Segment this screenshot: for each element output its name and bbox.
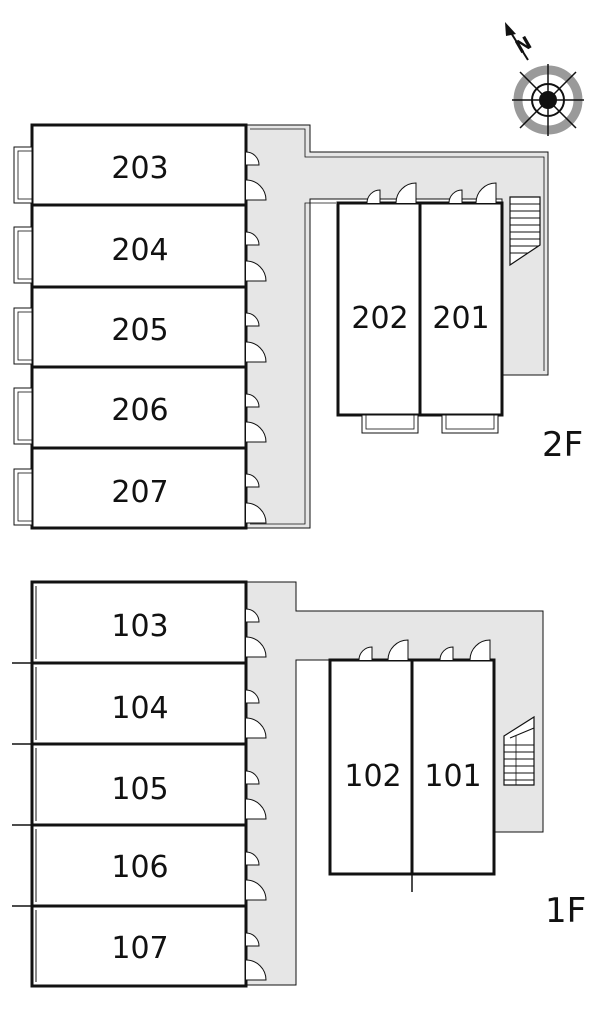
unit-label: 105	[111, 772, 168, 807]
compass-north-icon: N	[505, 22, 584, 136]
unit-205: 205	[13, 285, 267, 369]
unit-104: 104	[12, 661, 267, 746]
unit-202: 202	[336, 182, 422, 434]
unit-label: 207	[111, 475, 168, 510]
unit-label: 206	[111, 393, 168, 428]
unit-207: 207	[13, 446, 267, 530]
unit-103: 103	[30, 580, 267, 665]
unit-204: 204	[13, 203, 267, 289]
unit-203: 203	[13, 123, 267, 207]
unit-label: 103	[111, 609, 168, 644]
floor-label-2f: 2F	[542, 425, 583, 465]
unit-label: 201	[432, 301, 489, 336]
unit-102: 102	[328, 639, 414, 876]
unit-label: 101	[424, 759, 481, 794]
unit-106: 106	[12, 823, 267, 908]
staircase-2f	[509, 196, 541, 267]
unit-label: 203	[111, 151, 168, 186]
unit-label: 104	[111, 691, 168, 726]
unit-105: 105	[12, 742, 267, 827]
second-floor: 203 204 205 206	[13, 123, 583, 530]
first-floor: 103 104 105 106	[12, 580, 586, 988]
unit-label: 102	[344, 759, 401, 794]
unit-label: 202	[351, 301, 408, 336]
unit-101: 101	[410, 639, 496, 892]
unit-206: 206	[13, 365, 267, 450]
unit-label: 204	[111, 233, 168, 268]
floor-label-1f: 1F	[545, 891, 586, 931]
compass-letter: N	[512, 33, 536, 59]
staircase-1f	[503, 715, 535, 786]
unit-label: 106	[111, 850, 168, 885]
unit-107: 107	[12, 904, 267, 988]
unit-201: 201	[418, 182, 504, 434]
unit-label: 205	[111, 313, 168, 348]
unit-label: 107	[111, 931, 168, 966]
